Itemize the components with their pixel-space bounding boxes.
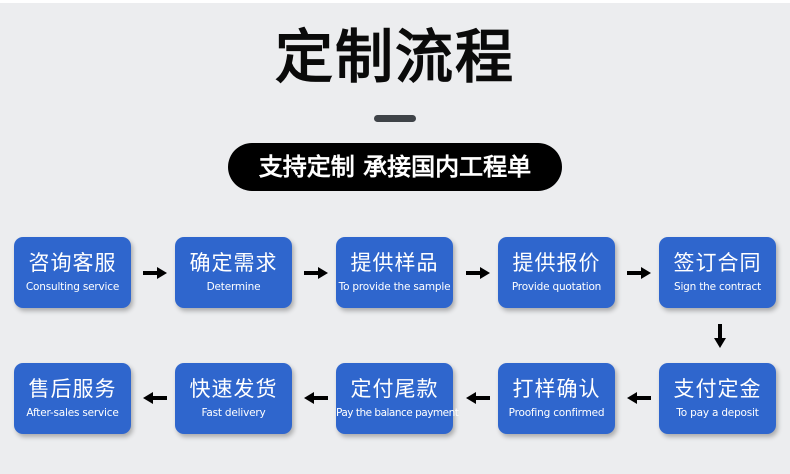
step-proofing-confirmed: 打样确认 Proofing confirmed	[498, 363, 615, 434]
step-provide-sample: 提供样品 To provide the sample	[336, 237, 453, 308]
step-pay-balance: 定付尾款 Pay the balance payment	[336, 363, 459, 434]
step-fast-delivery: 快速发货 Fast delivery	[175, 363, 292, 434]
top-band	[0, 0, 790, 3]
step-label-cn: 支付定金	[673, 377, 762, 401]
step-label-cn: 快速发货	[189, 377, 278, 401]
arrow-left-icon	[466, 392, 490, 404]
step-label-cn: 打样确认	[512, 377, 601, 401]
step-label-en: Determine	[206, 281, 261, 293]
step-label-en: Consulting service	[25, 281, 120, 293]
arrow-left-icon	[143, 392, 167, 404]
step-sign-contract: 签订合同 Sign the contract	[659, 237, 776, 308]
step-provide-quotation: 提供报价 Provide quotation	[498, 237, 615, 308]
step-after-sales-service: 售后服务 After-sales service	[14, 363, 131, 434]
step-label-cn: 提供样品	[350, 251, 439, 275]
arrow-right-icon	[143, 267, 167, 279]
step-label-en: Sign the contract	[673, 281, 762, 293]
step-label-cn: 定付尾款	[350, 377, 439, 401]
arrow-right-icon	[466, 267, 490, 279]
step-label-en: To provide the sample	[338, 281, 451, 293]
step-label-cn: 确定需求	[189, 251, 278, 275]
step-label-en: Provide quotation	[511, 281, 602, 293]
step-label-cn: 咨询客服	[28, 251, 117, 275]
step-determine: 确定需求 Determine	[175, 237, 292, 308]
step-label-cn: 提供报价	[512, 251, 601, 275]
step-consulting-service: 咨询客服 Consulting service	[14, 237, 131, 308]
step-label-cn: 售后服务	[28, 377, 117, 401]
arrow-left-icon	[627, 392, 651, 404]
title-divider	[374, 115, 416, 122]
arrow-down-icon	[714, 324, 726, 348]
step-label-en: To pay a deposit	[676, 407, 759, 419]
step-label-en: Pay the balance payment	[336, 407, 459, 419]
step-label-en: Fast delivery	[201, 407, 266, 419]
arrow-right-icon	[627, 267, 651, 279]
arrow-right-icon	[304, 267, 328, 279]
step-pay-deposit: 支付定金 To pay a deposit	[659, 363, 776, 434]
step-label-en: After-sales service	[26, 407, 119, 419]
arrow-left-icon	[304, 392, 328, 404]
subtitle-pill: 支持定制 承接国内工程单	[228, 143, 562, 191]
page-title: 定制流程	[274, 23, 515, 91]
step-label-cn: 签订合同	[673, 251, 762, 275]
step-label-en: Proofing confirmed	[508, 407, 605, 419]
